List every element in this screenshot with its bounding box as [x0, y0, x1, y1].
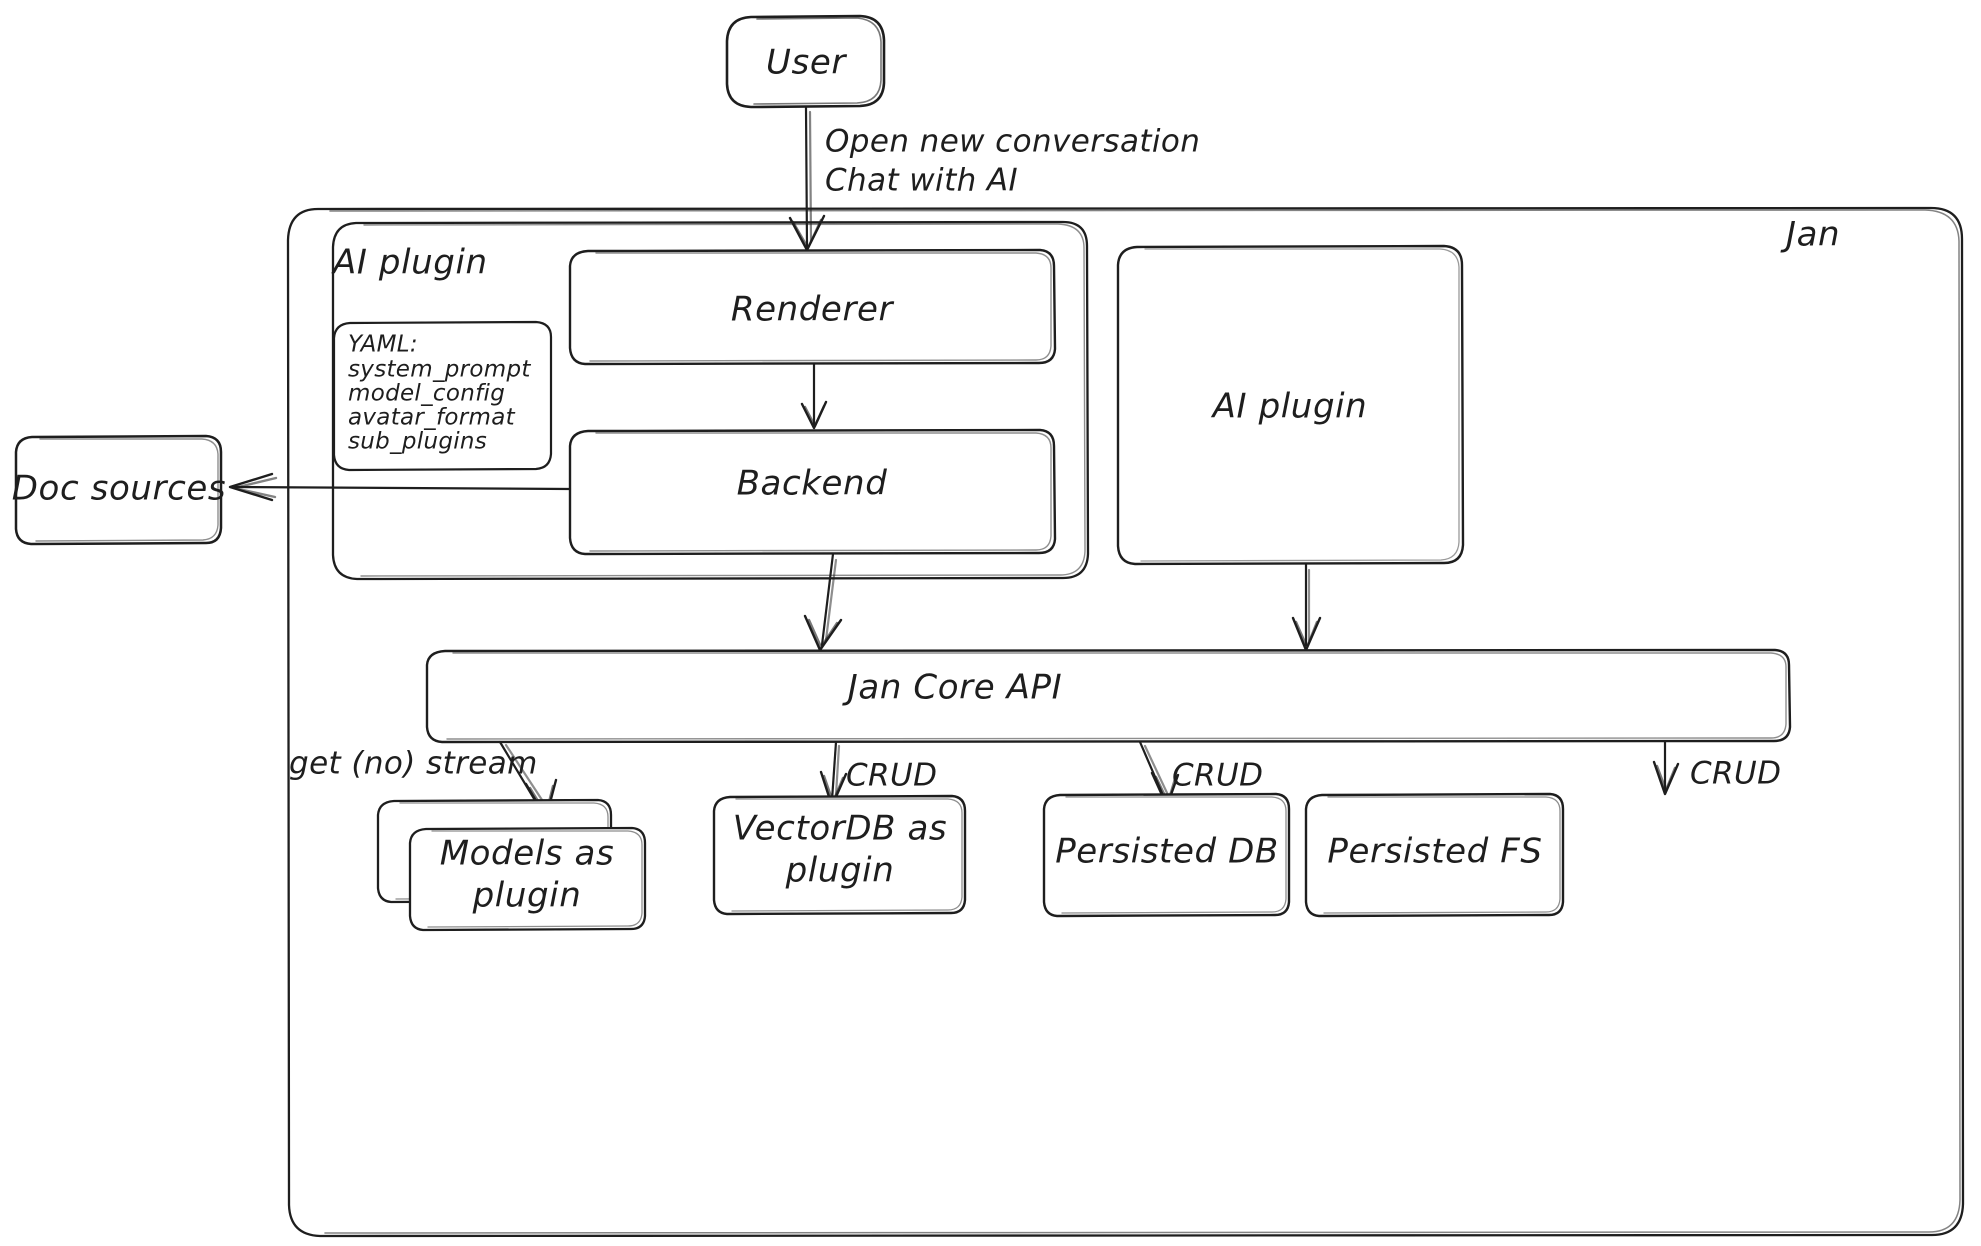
- yaml-item-avatar-format: avatar_format: [348, 405, 516, 431]
- node-backend: Backend: [568, 428, 1057, 556]
- persisted-db-label: Persisted DB: [1055, 832, 1279, 872]
- card-yaml-config: YAML: system_prompt model_config avatar_…: [332, 320, 553, 472]
- edge-ai-plugin-to-core-api: [1291, 562, 1322, 652]
- edge-backend-to-doc-sources: [228, 472, 572, 502]
- vectordb-as-plugin-label-line1: VectorDB as: [733, 809, 947, 849]
- edge-backend-to-core-api: [803, 552, 843, 652]
- edge-label-core-to-models: get (no) stream: [289, 746, 538, 782]
- edge-label-user-to-renderer-line2: Chat with AI: [825, 163, 1018, 199]
- jan-container-label: Jan: [1780, 215, 1840, 255]
- node-doc-sources: Doc sources: [12, 434, 226, 546]
- node-vectordb-as-plugin: VectorDB as plugin: [712, 794, 967, 916]
- yaml-item-system-prompt: system_prompt: [348, 357, 531, 383]
- node-persisted-db: Persisted DB: [1042, 792, 1291, 918]
- edge-label-core-to-vectordb: CRUD: [846, 758, 937, 794]
- edge-label-core-to-persisted-fs: CRUD: [1690, 756, 1781, 792]
- backend-label: Backend: [737, 464, 888, 504]
- doc-sources-label: Doc sources: [12, 469, 226, 509]
- persisted-fs-label: Persisted FS: [1327, 832, 1542, 872]
- edge-user-to-renderer: Open new conversation Chat with AI: [788, 106, 1200, 252]
- node-jan-core-api: Jan Core API: [425, 648, 1792, 744]
- models-as-plugin-label-line2: plugin: [472, 876, 582, 916]
- node-persisted-fs: Persisted FS: [1304, 792, 1565, 918]
- edge-label-user-to-renderer-line1: Open new conversation: [825, 124, 1200, 160]
- edge-core-to-persisted-db: CRUD: [1138, 740, 1263, 808]
- edge-core-to-persisted-fs: CRUD: [1652, 740, 1781, 796]
- ai-plugin-group-label: AI plugin: [331, 243, 488, 283]
- renderer-label: Renderer: [731, 290, 895, 330]
- user-label: User: [766, 43, 847, 83]
- vectordb-as-plugin-label-line2: plugin: [785, 851, 895, 891]
- yaml-item-sub-plugins: sub_plugins: [348, 429, 487, 455]
- node-ai-plugin-box: AI plugin: [1116, 244, 1465, 566]
- jan-core-api-label: Jan Core API: [842, 668, 1062, 708]
- yaml-heading: YAML:: [348, 332, 418, 358]
- edge-renderer-to-backend: [800, 362, 828, 430]
- edge-label-core-to-persisted-db: CRUD: [1172, 758, 1263, 794]
- yaml-item-model-config: model_config: [348, 381, 505, 407]
- models-as-plugin-label-line1: Models as: [440, 834, 615, 874]
- node-models-as-plugin: Models as plugin: [376, 798, 647, 932]
- node-user: User: [725, 0, 886, 109]
- node-renderer: Renderer: [568, 248, 1057, 366]
- ai-plugin-box-label: AI plugin: [1211, 387, 1368, 427]
